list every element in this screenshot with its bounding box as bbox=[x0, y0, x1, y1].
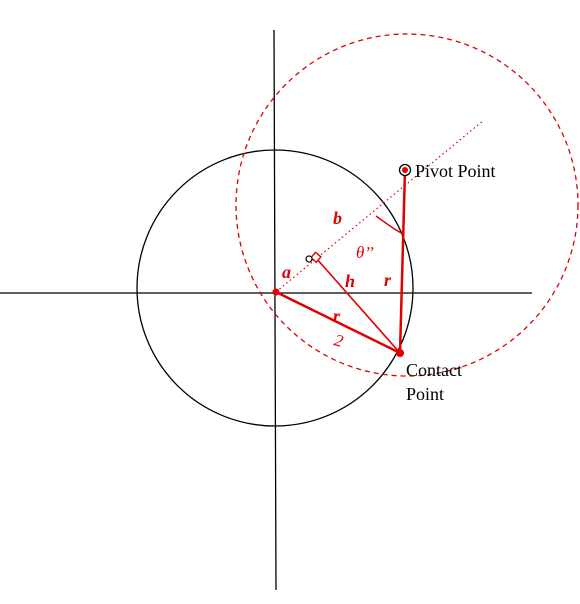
label-a: a bbox=[282, 262, 291, 282]
segment-r-origin-contact bbox=[275, 290, 401, 355]
contact-point-label-2: Point bbox=[406, 384, 444, 404]
segment-h bbox=[315, 257, 401, 354]
y-axis bbox=[273, 29, 277, 591]
right-angle-marker bbox=[310, 251, 322, 264]
dashed-circle bbox=[235, 33, 579, 377]
foot-point bbox=[305, 255, 313, 263]
label-r-right: r bbox=[384, 270, 392, 290]
theta-arc bbox=[375, 215, 404, 235]
label-two: 2 bbox=[332, 330, 346, 351]
label-h: h bbox=[345, 271, 355, 291]
label-b: b bbox=[333, 208, 342, 228]
dotted-ray bbox=[275, 119, 485, 293]
contact-point-label-1: Contact bbox=[406, 360, 462, 380]
pivot-point-label: Pivot Point bbox=[415, 161, 496, 181]
contact-point-dot bbox=[396, 349, 404, 357]
pivot-point-dot bbox=[402, 167, 408, 173]
label-r-left: r bbox=[333, 306, 341, 326]
label-theta: θ’’ bbox=[356, 243, 374, 262]
base-circle bbox=[136, 149, 414, 427]
segment-r-pivot-contact bbox=[398, 169, 407, 354]
origin-point bbox=[272, 288, 280, 296]
